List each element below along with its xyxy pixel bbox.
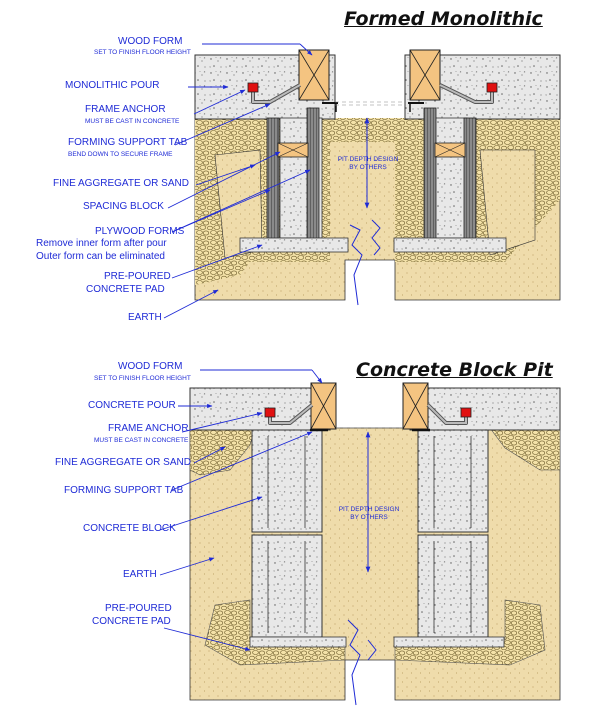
monolithic-title: Formed Monolithic bbox=[344, 8, 543, 30]
block-forming-tab-label: FORMING SUPPORT TAB bbox=[64, 485, 184, 496]
pit-depth-label-1: PIT DEPTH DESIGN bbox=[337, 156, 399, 163]
block-pit-diagram bbox=[189, 382, 561, 706]
wood-form-note: SET TO FINISH FLOOR HEIGHT bbox=[94, 49, 191, 56]
monolithic-pour-label: MONOLITHIC POUR bbox=[65, 80, 160, 91]
block-pit-depth-label-2: BY OTHERS bbox=[350, 514, 388, 521]
forming-tab-label: FORMING SUPPORT TAB bbox=[68, 137, 188, 148]
plywood-note-2: Outer form can be eliminated bbox=[36, 251, 165, 262]
wood-form-label: WOOD FORM bbox=[118, 36, 183, 47]
monolithic-diagram bbox=[194, 49, 561, 306]
block-wood-form-label: WOOD FORM bbox=[118, 361, 183, 372]
pad-label-1: PRE-POURED bbox=[104, 271, 171, 282]
block-pit-depth-label-1: PIT DEPTH DESIGN bbox=[338, 506, 400, 513]
block-frame-anchor-note: MUST BE CAST IN CONCRETE bbox=[94, 437, 189, 444]
concrete-pour-label: CONCRETE POUR bbox=[88, 400, 176, 411]
pad-label-2: CONCRETE PAD bbox=[86, 284, 165, 295]
plywood-note-1: Remove inner form after pour bbox=[36, 238, 167, 249]
top-leader-lines bbox=[163, 43, 313, 319]
concrete-block-label: CONCRETE BLOCK bbox=[83, 523, 176, 534]
frame-anchor-note: MUST BE CAST IN CONCRETE bbox=[85, 118, 180, 125]
block-earth-label: EARTH bbox=[123, 569, 157, 580]
block-fine-aggregate-label: FINE AGGREGATE OR SAND bbox=[55, 457, 191, 468]
earth-label: EARTH bbox=[128, 312, 162, 323]
fine-aggregate-label: FINE AGGREGATE OR SAND bbox=[53, 178, 189, 189]
bottom-leader-lines bbox=[159, 369, 323, 651]
plywood-forms-label: PLYWOOD FORMS bbox=[95, 226, 185, 237]
block-frame-anchor-label: FRAME ANCHOR bbox=[108, 423, 189, 434]
frame-anchor-label: FRAME ANCHOR bbox=[85, 104, 166, 115]
block-pad-label-1: PRE-POURED bbox=[105, 603, 172, 614]
block-wood-form-note: SET TO FINISH FLOOR HEIGHT bbox=[94, 375, 191, 382]
pit-depth-label-2: BY OTHERS bbox=[349, 164, 387, 171]
block-pad-label-2: CONCRETE PAD bbox=[92, 616, 171, 627]
spacing-block-label: SPACING BLOCK bbox=[83, 201, 164, 212]
block-pit-title: Concrete Block Pit bbox=[356, 359, 553, 381]
forming-tab-note: BEND DOWN TO SECURE FRAME bbox=[68, 151, 173, 158]
